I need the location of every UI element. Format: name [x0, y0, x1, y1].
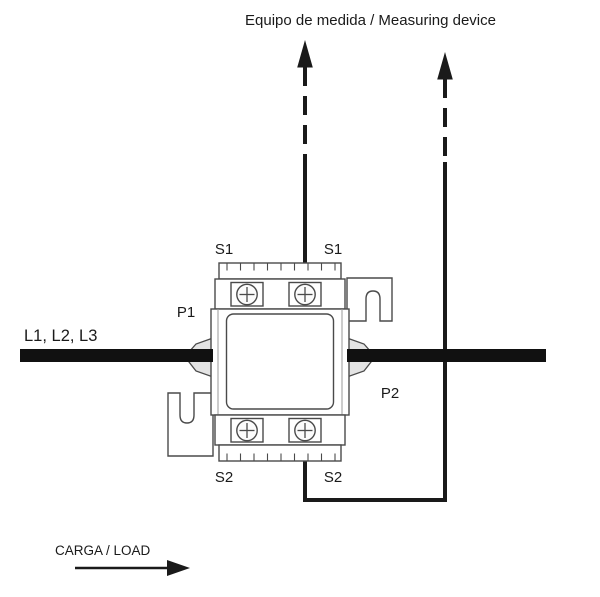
primary-conductor	[20, 349, 546, 362]
top-cap	[218, 262, 342, 280]
secondary-wiring	[297, 40, 453, 502]
label-load: CARGA / LOAD	[55, 543, 151, 558]
label-p1: P1	[177, 304, 195, 321]
load-direction	[75, 560, 190, 576]
ct-window	[225, 313, 335, 410]
terminal-screw-s2-left	[236, 419, 258, 442]
label-s1-right: S1	[324, 241, 342, 258]
bottom-cap	[218, 444, 342, 462]
label-s2-left: S2	[215, 469, 233, 486]
label-primary-lines: L1, L2, L3	[24, 327, 97, 345]
mounting-bracket-left	[167, 392, 214, 457]
terminal-screw-s1-left	[236, 283, 258, 306]
mounting-bracket-right	[346, 277, 393, 322]
terminal-screw-s2-right	[294, 419, 316, 442]
arrow-right-icon	[167, 560, 190, 576]
label-p2: P2	[381, 385, 399, 402]
primary-conductor-left	[20, 349, 213, 362]
primary-conductor-right	[347, 349, 546, 362]
label-s1-left: S1	[215, 241, 233, 258]
bottom-cap-ribs	[226, 453, 336, 461]
s2-secondary-wire	[303, 162, 447, 502]
arrow-up-right-icon	[437, 52, 453, 80]
top-cap-ribs	[226, 263, 336, 271]
label-s2-right: S2	[324, 469, 342, 486]
terminal-screw-s1-right	[294, 283, 316, 306]
arrow-up-left-icon	[297, 40, 313, 68]
diagram-title: Equipo de medida / Measuring device	[245, 12, 496, 29]
